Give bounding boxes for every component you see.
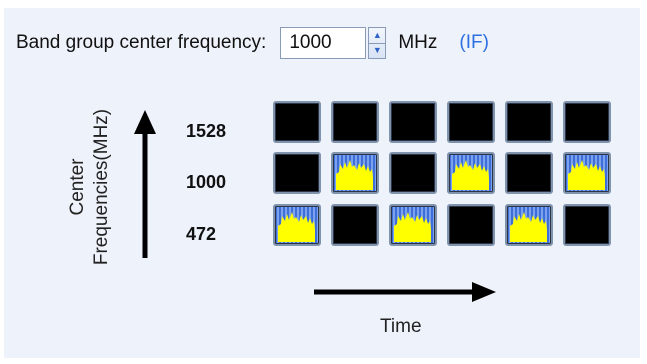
spinner-up-icon[interactable]: ▲ bbox=[372, 29, 382, 40]
signal-burst-icon bbox=[278, 212, 315, 242]
band-cell-1528-slot-5 bbox=[505, 101, 553, 143]
freq-label-low: 472 bbox=[186, 224, 217, 244]
band-cell-472-slot-6 bbox=[563, 204, 611, 246]
band-cell-472-slot-5 bbox=[505, 204, 553, 246]
band-cell-1528-slot-2 bbox=[331, 101, 379, 143]
signal-burst-icon bbox=[568, 160, 605, 190]
center-frequency-row: Band group center frequency: ▲ ▼ MHz (IF… bbox=[16, 27, 489, 59]
unit-label: MHz bbox=[398, 32, 438, 53]
if-link[interactable]: (IF) bbox=[459, 32, 489, 53]
freq-label-mid: 1000 bbox=[186, 172, 227, 192]
band-cell-472-slot-1 bbox=[273, 204, 321, 246]
y-axis-label-line2: Frequencies(MHz) bbox=[91, 108, 112, 265]
spinner-down-icon[interactable]: ▼ bbox=[369, 42, 386, 59]
freq-label-high: 1528 bbox=[186, 121, 227, 141]
signal-burst-icon bbox=[394, 212, 431, 242]
spinner-buttons: ▲ ▼ bbox=[368, 27, 387, 59]
y-axis-label: Center Frequencies(MHz) bbox=[40, 84, 140, 289]
signal-burst-icon bbox=[336, 160, 373, 190]
frequency-spinner[interactable]: ▲ ▼ bbox=[280, 27, 387, 59]
y-axis-label-line1: Center bbox=[67, 157, 88, 216]
signal-burst-icon bbox=[510, 212, 547, 242]
band-cell-1528-slot-6 bbox=[563, 101, 611, 143]
band-cell-472-slot-4 bbox=[447, 204, 495, 246]
band-cell-1528-slot-1 bbox=[273, 101, 321, 143]
x-axis-label: Time bbox=[380, 316, 422, 337]
band-group-label: Band group center frequency: bbox=[16, 32, 267, 53]
band-cell-1000-slot-6 bbox=[563, 152, 611, 194]
center-frequency-input[interactable] bbox=[280, 27, 367, 59]
signal-burst-icon bbox=[452, 160, 489, 190]
band-cell-1000-slot-4 bbox=[447, 152, 495, 194]
band-cell-1528-slot-4 bbox=[447, 101, 495, 143]
band-cell-472-slot-3 bbox=[389, 204, 437, 246]
band-cell-1000-slot-1 bbox=[273, 152, 321, 194]
band-cell-1000-slot-3 bbox=[389, 152, 437, 194]
band-cell-1528-slot-3 bbox=[389, 101, 437, 143]
band-cell-1000-slot-2 bbox=[331, 152, 379, 194]
band-cell-1000-slot-5 bbox=[505, 152, 553, 194]
band-cell-472-slot-2 bbox=[331, 204, 379, 246]
